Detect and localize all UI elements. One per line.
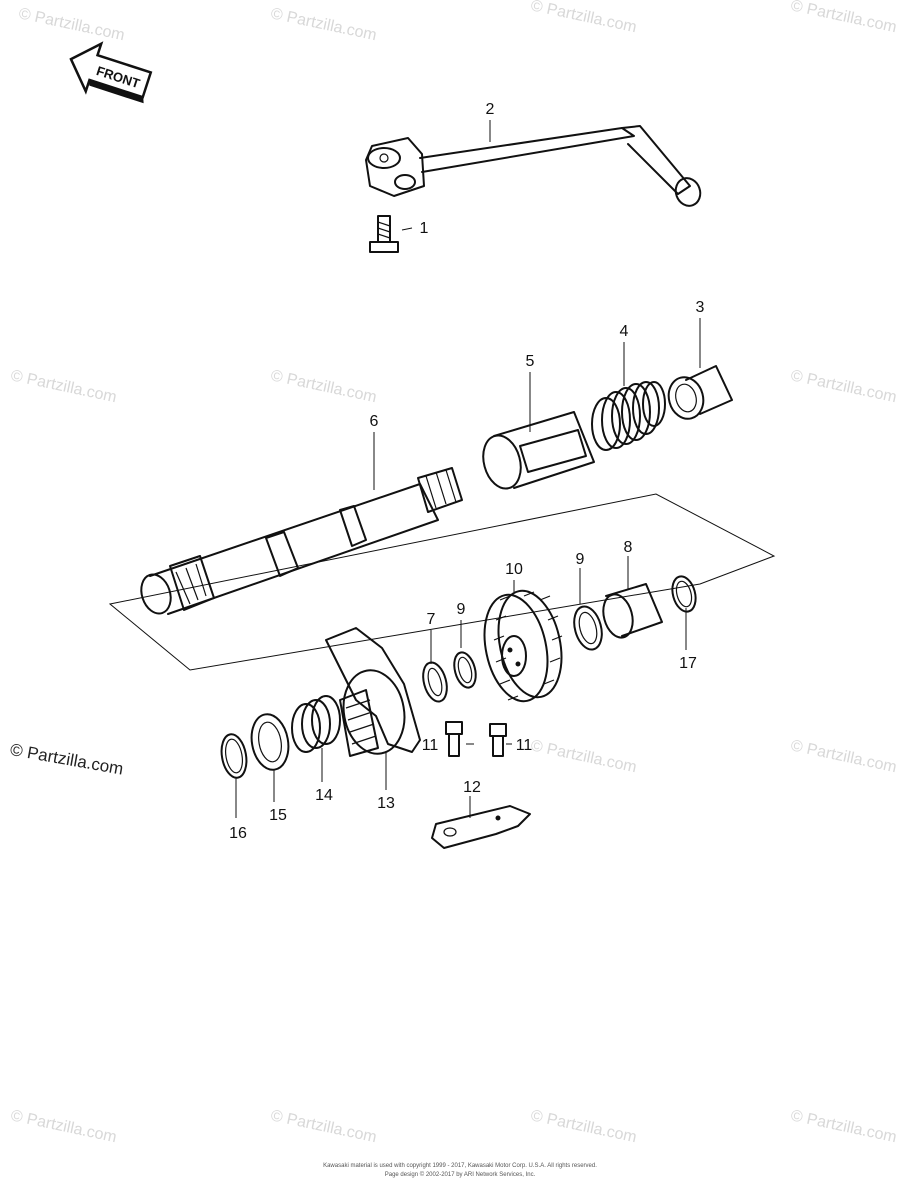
- callout-7: 7: [427, 611, 436, 628]
- bolt-11: [445, 721, 507, 757]
- assembly-outline: [108, 493, 776, 671]
- watermark: © Partzilla.com: [529, 1107, 638, 1146]
- spring: [591, 381, 666, 451]
- circlip-16: [220, 733, 248, 779]
- callout-6: 6: [370, 413, 379, 430]
- washer: [422, 661, 448, 703]
- callout-1: 1: [420, 220, 429, 237]
- callout-9b: 9: [457, 601, 466, 618]
- front-arrow-icon: FRONT: [69, 41, 153, 104]
- callout-16: 16: [229, 825, 247, 842]
- watermark: © Partzilla.com: [529, 0, 638, 36]
- watermark: © Partzilla.com: [789, 737, 898, 776]
- callout-labels: 1 2 3 4 5 6 7 8 9 9 10 11 11 12 13 14 15…: [229, 101, 704, 842]
- footer-line-1: Kawasaki material is used with copyright…: [323, 1163, 597, 1169]
- plate: [431, 805, 531, 849]
- watermark: © Partzilla.com: [269, 367, 378, 406]
- washer-9: [453, 605, 603, 689]
- callout-9a: 9: [576, 551, 585, 568]
- spring-14: [291, 695, 341, 753]
- callout-3: 3: [696, 299, 705, 316]
- circlip-17: [671, 575, 697, 613]
- watermark: © Partzilla.com: [269, 5, 378, 44]
- kick-shaft: [140, 467, 463, 615]
- watermark: © Partzilla.com: [9, 367, 118, 406]
- collar: [482, 411, 595, 490]
- callout-11a: 11: [422, 737, 439, 754]
- callout-17: 17: [679, 655, 697, 672]
- bolt: [369, 215, 399, 253]
- leader-lines: [235, 120, 701, 818]
- gear: [483, 589, 563, 703]
- callout-4: 4: [620, 323, 629, 340]
- watermark: © Partzilla.com: [789, 1107, 898, 1146]
- callout-14: 14: [315, 787, 333, 804]
- callout-10: 10: [505, 561, 523, 578]
- watermark: © Partzilla.com: [9, 1107, 118, 1146]
- callout-11b: 11: [516, 737, 533, 754]
- watermark: © Partzilla.com: [789, 367, 898, 406]
- washer-15: [250, 713, 290, 771]
- bushing: [667, 365, 733, 420]
- callout-5: 5: [526, 353, 535, 370]
- copyright-footer: Kawasaki material is used with copyright…: [323, 1163, 597, 1178]
- callout-12: 12: [463, 779, 481, 796]
- kick-pedal: [365, 125, 702, 207]
- footer-line-2: Page design © 2002-2017 by ARI Network S…: [385, 1171, 536, 1178]
- watermark: © Partzilla.com: [529, 737, 638, 776]
- callout-8: 8: [624, 539, 633, 556]
- callout-13: 13: [377, 795, 395, 812]
- watermark: © Partzilla.com: [269, 1107, 378, 1146]
- watermark-grid: © Partzilla.com © Partzilla.com © Partzi…: [9, 0, 898, 1146]
- watermark: © Partzilla.com: [789, 0, 898, 36]
- watermark: © Partzilla.com: [17, 5, 126, 44]
- ratchet: [325, 627, 421, 757]
- collar-8: [602, 583, 663, 639]
- callout-2: 2: [486, 101, 495, 118]
- callout-15: 15: [269, 807, 287, 824]
